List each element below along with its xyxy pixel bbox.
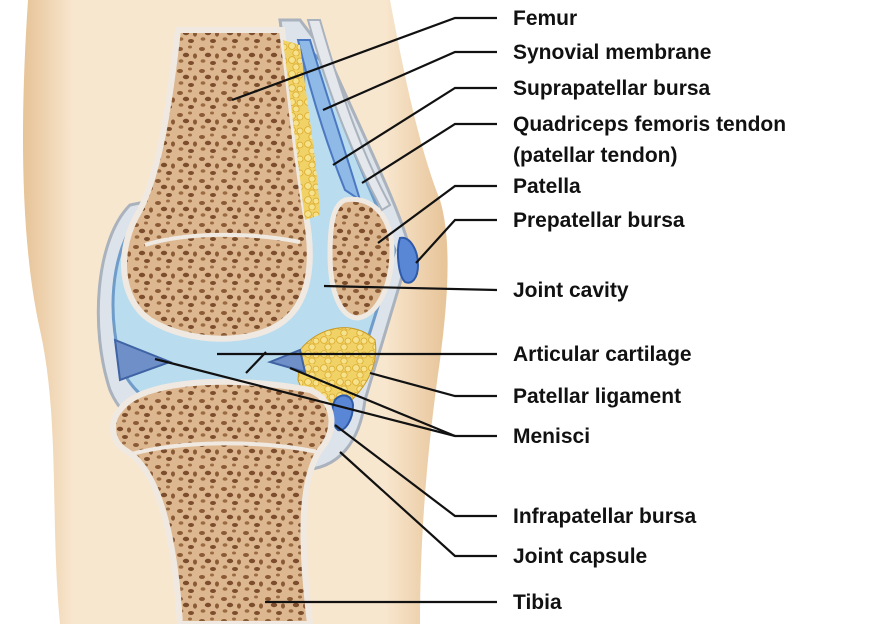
label-quadriceps-tendon-line1: Quadriceps femoris tendon (513, 113, 786, 136)
patella-bone (330, 199, 392, 318)
label-prepatellar-bursa: Prepatellar bursa (513, 209, 685, 232)
label-joint-cavity: Joint cavity (513, 279, 629, 302)
label-femur: Femur (513, 7, 577, 30)
label-patellar-ligament: Patellar ligament (513, 385, 681, 408)
label-synovial-membrane: Synovial membrane (513, 41, 711, 64)
label-joint-capsule: Joint capsule (513, 545, 647, 568)
label-patella: Patella (513, 175, 581, 198)
label-tibia: Tibia (513, 591, 562, 614)
label-quadriceps-tendon-line2: (patellar tendon) (513, 144, 678, 167)
labels: Femur Synovial membrane Suprapatellar bu… (513, 7, 786, 614)
label-menisci: Menisci (513, 425, 590, 448)
label-infrapatellar-bursa: Infrapatellar bursa (513, 505, 697, 528)
label-suprapatellar-bursa: Suprapatellar bursa (513, 77, 711, 100)
label-articular-cartilage: Articular cartilage (513, 343, 692, 366)
